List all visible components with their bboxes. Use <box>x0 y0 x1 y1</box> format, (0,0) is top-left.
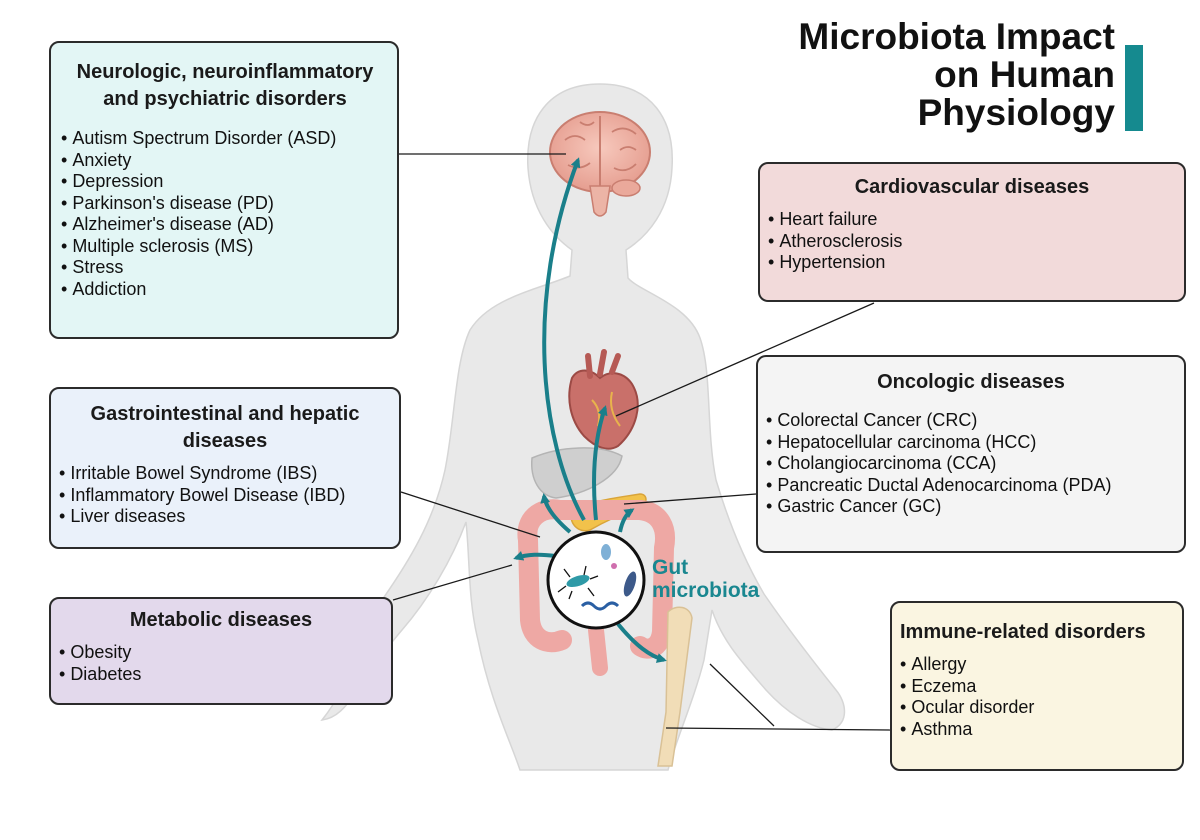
leader-immune-a <box>709 663 775 727</box>
gut-microbiota-label: Gut microbiota <box>652 556 759 602</box>
list-item: Heart failure <box>768 209 1176 231</box>
neuro-box-title-line-2: and psychiatric disorders <box>103 88 347 110</box>
arrow-to-fat <box>513 551 557 561</box>
leader-immune-b <box>665 727 891 731</box>
list-item: Pancreatic Ductal Adenocarcinoma (PDA) <box>766 475 1176 497</box>
list-item: Depression <box>61 171 389 193</box>
gi-box-title-line-1: Gastrointestinal and hepatic <box>90 403 360 425</box>
list-item: Anxiety <box>61 150 389 172</box>
list-item: Ocular disorder <box>900 697 1174 719</box>
list-item: Diabetes <box>59 664 383 686</box>
title-line-3: Physiology <box>917 92 1115 133</box>
title-line-1: Microbiota Impact <box>798 16 1115 57</box>
gut-arrows <box>513 157 667 663</box>
neuro-disorders-box: Neurologic, neuroinflammatory and psychi… <box>49 41 399 339</box>
list-item: Addiction <box>61 279 389 301</box>
gut-label-line-1: Gut <box>652 556 689 579</box>
gastrointestinal-hepatic-box: Gastrointestinal and hepatic diseases Ir… <box>49 387 401 549</box>
leader-gi <box>400 491 541 538</box>
arrow-to-brain <box>542 157 586 521</box>
list-item: Asthma <box>900 719 1174 741</box>
list-item: Colorectal Cancer (CRC) <box>766 410 1176 432</box>
list-item: Multiple sclerosis (MS) <box>61 236 389 258</box>
neuro-disorder-list: Autism Spectrum Disorder (ASD) Anxiety D… <box>61 128 389 300</box>
list-item: Atherosclerosis <box>768 231 1176 253</box>
list-item: Allergy <box>900 654 1174 676</box>
neuro-box-title-line-1: Neurologic, neuroinflammatory <box>76 61 374 83</box>
arrow-to-pancreas <box>618 508 635 533</box>
list-item: Hypertension <box>768 252 1176 274</box>
gi-disease-list: Irritable Bowel Syndrome (IBS) Inflammat… <box>59 463 391 528</box>
list-item: Liver diseases <box>59 506 391 528</box>
leader-cardio <box>615 302 875 417</box>
title-line-2: on Human <box>934 54 1115 95</box>
list-item: Obesity <box>59 642 383 664</box>
leader-lines <box>392 153 891 731</box>
arrow-to-heart <box>592 405 608 521</box>
list-item: Hepatocellular carcinoma (HCC) <box>766 432 1176 454</box>
onco-disease-list: Colorectal Cancer (CRC) Hepatocellular c… <box>766 410 1176 518</box>
cardio-box-title: Cardiovascular diseases <box>854 176 1090 198</box>
meta-disease-list: Obesity Diabetes <box>59 642 383 685</box>
cardiovascular-diseases-box: Cardiovascular diseases Heart failure At… <box>758 162 1186 302</box>
list-item: Gastric Cancer (GC) <box>766 496 1176 518</box>
arrow-to-liver <box>540 493 572 534</box>
liver-organ <box>531 447 623 499</box>
immune-disorder-list: Allergy Eczema Ocular disorder Asthma <box>900 654 1174 740</box>
immune-disorders-box: Immune-related disorders Allergy Eczema … <box>890 601 1184 771</box>
title-accent-bar <box>1125 45 1143 131</box>
list-item: Stress <box>61 257 389 279</box>
gi-box-title-line-2: diseases <box>182 430 268 452</box>
list-item: Cholangiocarcinoma (CCA) <box>766 453 1176 475</box>
femur-bone <box>657 606 693 767</box>
cardio-disease-list: Heart failure Atherosclerosis Hypertensi… <box>768 209 1176 274</box>
gut-label-line-2: microbiota <box>652 579 760 602</box>
list-item: Parkinson's disease (PD) <box>61 193 389 215</box>
list-item: Autism Spectrum Disorder (ASD) <box>61 128 389 150</box>
leader-meta <box>392 564 513 601</box>
meta-box-title: Metabolic diseases <box>129 609 313 631</box>
leader-onco <box>623 493 757 505</box>
list-item: Alzheimer's disease (AD) <box>61 214 389 236</box>
list-item: Irritable Bowel Syndrome (IBS) <box>59 463 391 485</box>
bacteria-circle-icon <box>546 530 646 630</box>
list-item: Eczema <box>900 676 1174 698</box>
onco-box-title: Oncologic diseases <box>877 371 1065 393</box>
immune-box-title: Immune-related disorders <box>900 621 1146 643</box>
arrow-to-bone <box>616 622 667 663</box>
metabolic-diseases-box: Metabolic diseases Obesity Diabetes <box>49 597 393 705</box>
list-item: Inflammatory Bowel Disease (IBD) <box>59 485 391 507</box>
figure-title: Microbiota Impact on Human Physiology <box>798 18 1115 132</box>
intestines-organ <box>517 499 675 676</box>
oncologic-diseases-box: Oncologic diseases Colorectal Cancer (CR… <box>756 355 1186 553</box>
